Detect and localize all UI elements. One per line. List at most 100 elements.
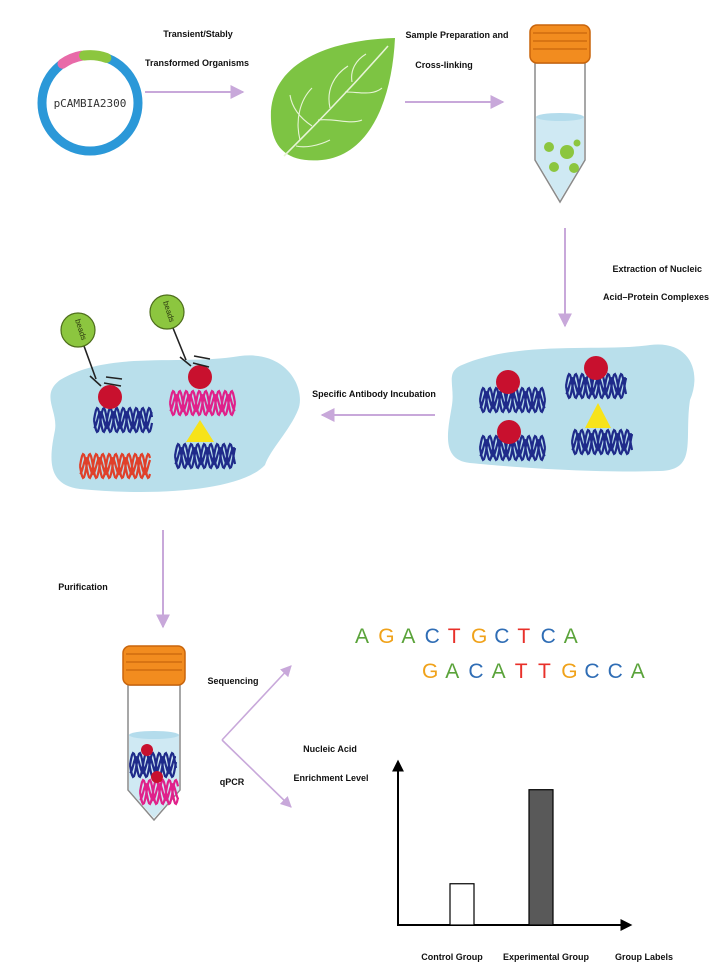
base-letter-c: C — [541, 625, 556, 648]
base-letter-c: C — [425, 625, 440, 648]
bead-icon — [149, 294, 185, 330]
bar-control-group — [449, 883, 475, 926]
arrow-qpcr — [221, 739, 292, 808]
antibody-stem — [172, 327, 187, 361]
helix-strand — [174, 447, 236, 466]
bar-experimental-group — [528, 789, 554, 926]
tube-cap — [529, 24, 591, 64]
step-qpcr: qPCR — [220, 777, 245, 787]
dna-helix-magenta — [168, 389, 237, 417]
helix-strand — [139, 783, 180, 802]
base-letter-t: T — [448, 625, 461, 648]
protein-red-circle — [188, 365, 212, 389]
helix-strand — [478, 386, 547, 414]
base-letter-a: A — [445, 660, 459, 683]
chart-category-experimental: Experimental Group — [503, 952, 590, 962]
bead-right: beads — [149, 294, 211, 368]
helix-strand — [564, 372, 628, 400]
plasmid: pCAMBIA2300 — [37, 50, 143, 156]
leaf-midrib — [283, 45, 389, 157]
base-letter-g: G — [471, 625, 487, 648]
chart-category-control: Control Group — [421, 952, 483, 962]
base-letter-g: G — [422, 660, 438, 683]
step-extract-line2: Acid–Protein Complexes — [603, 292, 709, 302]
sample-tube — [529, 24, 591, 204]
dna-helix-red — [78, 452, 152, 480]
step-prep-line1: Sample Preparation and — [405, 30, 508, 40]
helix-strand — [169, 394, 236, 413]
protein-red-circle — [141, 744, 153, 756]
enrichment-bar-chart: Nucleic Acid Enrichment Level Control Gr… — [293, 744, 673, 962]
base-letter-g: G — [378, 625, 394, 648]
tube-liquid-surface — [129, 731, 179, 739]
tube-cap-ridges — [533, 32, 587, 50]
tube-liquid — [536, 117, 584, 200]
leaf-blade — [270, 38, 395, 161]
helix-strand — [92, 406, 154, 434]
protein-red-circle — [98, 385, 122, 409]
dna-helix-navy — [173, 442, 237, 470]
green-particle — [544, 142, 554, 152]
helix-strand — [173, 442, 237, 470]
base-letter-a: A — [631, 660, 645, 683]
plasmid-green-segment — [79, 50, 112, 63]
leaf-veins — [289, 53, 383, 148]
arrow-sequencing — [221, 665, 292, 741]
chart-xlabel: Group Labels — [615, 952, 673, 962]
chart-bars — [449, 789, 554, 926]
plasmid-label: pCAMBIA2300 — [54, 97, 127, 110]
step-purification: Purification — [58, 582, 108, 592]
base-letter-c: C — [468, 660, 483, 683]
antibody-stem — [83, 345, 97, 380]
bead-icon — [60, 312, 96, 348]
base-letter-a: A — [401, 625, 415, 648]
helix-strand — [173, 442, 237, 470]
step-transform-line2: Transformed Organisms — [145, 58, 249, 68]
protein-red-circle — [496, 370, 520, 394]
helix-strand — [92, 406, 154, 434]
base-letter-c: C — [584, 660, 599, 683]
dna-helix-magenta — [138, 778, 180, 806]
base-letter-c: C — [608, 660, 623, 683]
step-antibody: Specific Antibody Incubation — [312, 389, 436, 399]
leaf — [270, 38, 395, 161]
tube-liquid-surface — [536, 113, 584, 121]
protein-yellow-triangle — [585, 403, 611, 428]
green-particle — [549, 162, 559, 172]
green-particle — [573, 139, 581, 147]
dna-helix-navy — [92, 406, 154, 434]
plasmid-pink-segment — [57, 50, 87, 69]
step-transform-line1: Transient/Stably — [163, 29, 233, 39]
base-letter-g: G — [561, 660, 577, 683]
antibody-incubation — [50, 355, 300, 493]
green-particle — [560, 145, 574, 159]
base-letter-t: T — [515, 660, 528, 683]
step-sequencing: Sequencing — [207, 676, 258, 686]
base-letter-c: C — [494, 625, 509, 648]
protein-red-circle — [584, 356, 608, 380]
base-letter-t: T — [517, 625, 530, 648]
step-prep-line2: Cross-linking — [415, 60, 473, 70]
base-letter-a: A — [355, 625, 369, 648]
base-letter-t: T — [538, 660, 551, 683]
step-extract-line1: Extraction of Nucleic — [612, 264, 702, 274]
base-letter-a: A — [492, 660, 506, 683]
protein-red-circle — [151, 771, 163, 783]
helix-strand — [565, 377, 627, 396]
helix-strand — [79, 457, 152, 476]
tube-cap — [122, 645, 186, 686]
helix-strand — [129, 756, 176, 775]
base-letter-a: A — [564, 625, 578, 648]
dna-helix-navy — [570, 428, 634, 456]
purified-tube — [127, 684, 181, 822]
protein-red-circle — [497, 420, 521, 444]
helix-strand — [570, 428, 634, 456]
nucleic-acid-protein-complexes — [447, 344, 695, 472]
bead-left: beads — [60, 312, 123, 387]
helix-strand — [93, 411, 153, 430]
helix-strand — [478, 434, 547, 462]
green-particle — [569, 163, 579, 173]
protein-yellow-triangle — [186, 420, 214, 442]
